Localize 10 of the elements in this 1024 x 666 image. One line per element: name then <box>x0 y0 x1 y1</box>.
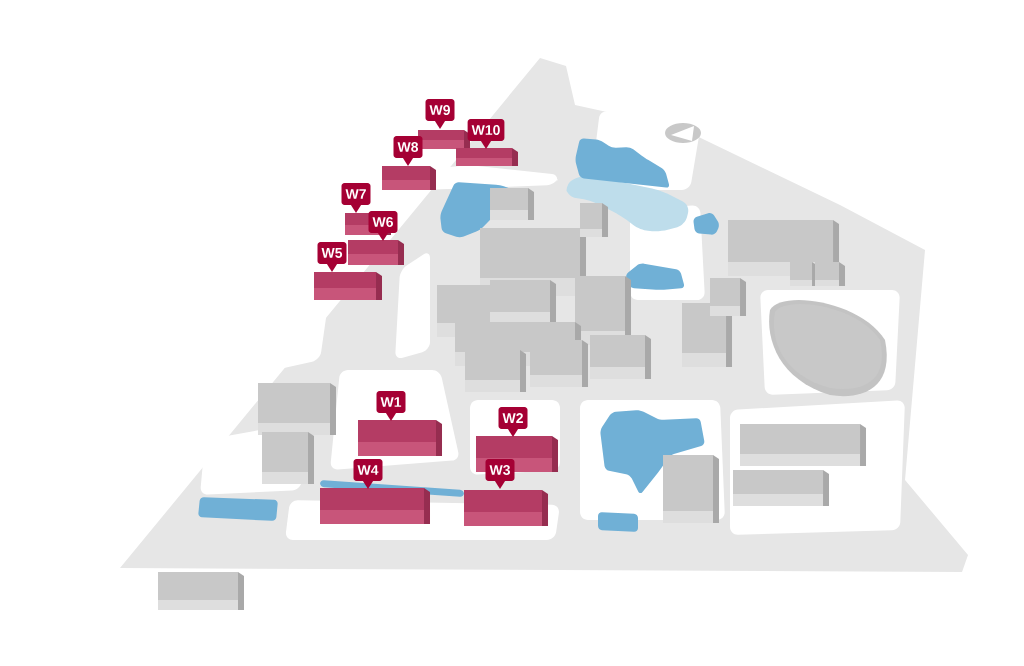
map-pin: W2 <box>498 407 528 437</box>
map-pin: W3 <box>485 459 515 489</box>
map-pin: W1 <box>376 391 406 421</box>
map-pin: W5 <box>317 242 347 272</box>
map-pin: W9 <box>425 99 455 129</box>
map-pin: W6 <box>368 211 398 241</box>
map-pin: W4 <box>353 459 383 489</box>
map-pin: W10 <box>467 119 505 149</box>
map-pin: W8 <box>393 136 423 166</box>
map-pin: W7 <box>341 183 371 213</box>
